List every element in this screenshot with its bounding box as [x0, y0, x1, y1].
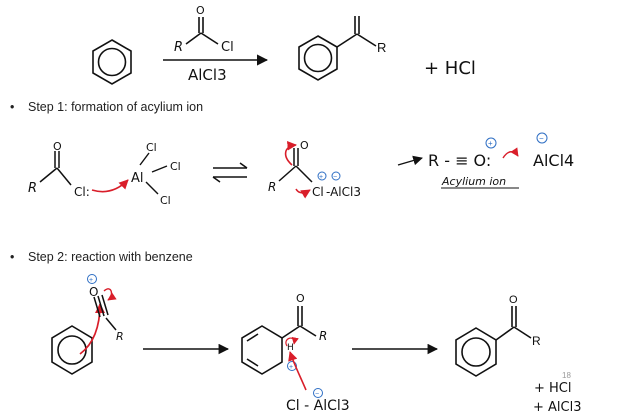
acyl-chloride-reagent	[185, 17, 219, 45]
complex-alcl3: -AlCl3	[326, 185, 361, 199]
step2-byproduct-alcl3: + AlCl3	[533, 400, 582, 415]
step1-acyl-cl: Cl:	[74, 185, 90, 199]
reagent-o-label: O	[196, 4, 205, 17]
step1-al-cl-top: Cl	[146, 141, 157, 154]
step1-title: Step 1: formation of acylium ion	[28, 100, 204, 114]
base-charge-circle	[313, 388, 323, 398]
step1-al: Al	[131, 171, 144, 186]
complex-o: O	[300, 139, 309, 152]
step2-product	[455, 306, 532, 377]
product-r-label: R	[377, 40, 386, 55]
page-number: 18	[562, 371, 571, 380]
step2-mechanism: O R + O R H + Cl - AlCl3 −	[51, 274, 582, 415]
step2-product-r: R	[532, 334, 541, 348]
lone-pair-to-al-arrow	[91, 179, 129, 193]
acylbenzene-product	[298, 16, 377, 81]
acylium-lone-pair-arrow	[502, 147, 519, 159]
complex-plus-charge: +	[319, 174, 323, 181]
sigma-complex	[241, 306, 317, 375]
equilibrium-arrows	[212, 162, 248, 183]
aluminum-chloride	[139, 152, 168, 195]
step2-product-o: O	[509, 294, 518, 306]
step2-acylium-o: O	[89, 285, 98, 299]
step2-acylium	[93, 294, 117, 331]
step1-al-cl-right: Cl	[170, 160, 181, 173]
step1-heading: • Step 1: formation of acylium ion	[10, 100, 203, 114]
step1-forward-arrow	[397, 155, 423, 166]
step2-bullet: •	[10, 250, 15, 264]
deprotonation-arrow	[288, 351, 307, 391]
step2-acylium-plus: +	[89, 277, 93, 284]
ch-bond-arrow	[285, 336, 299, 347]
step1-al-cl-bottom: Cl	[160, 194, 171, 207]
complex-charges	[317, 171, 341, 181]
catalyst-label: AlCl3	[188, 66, 227, 84]
acylium-charge-circle	[485, 137, 497, 149]
overall-reaction: R O Cl AlCl3 R + HCl	[92, 4, 476, 85]
sigma-complex-o: O	[296, 292, 305, 305]
acylium-ion-label: Acylium ion	[441, 175, 506, 188]
step2-benzene	[51, 325, 93, 375]
overall-byproduct: + HCl	[424, 58, 476, 79]
step1-acyl-r: R	[28, 181, 37, 196]
base-minus-charge: −	[315, 391, 319, 398]
reagent-cl-label: Cl	[221, 40, 234, 55]
tetrachloroaluminate: AlCl4	[533, 151, 574, 170]
pi-bond-push-arrow	[284, 140, 297, 166]
alcl4-charge-circle	[536, 132, 548, 144]
cl-leaving-arrow	[295, 188, 311, 199]
acylium-ion: R - ≡ O:	[428, 151, 491, 170]
base-cl-alcl3: Cl - AlCl3	[286, 398, 350, 414]
complex-minus-charge: −	[333, 174, 337, 181]
benzene-attack-arrow	[79, 302, 106, 355]
step2-title: Step 2: reaction with benzene	[28, 250, 193, 264]
sigma-complex-h: H	[287, 343, 294, 353]
reagent-r-label: R	[174, 40, 183, 55]
benzene-reactant	[92, 39, 132, 85]
acylium-push-arrow	[103, 288, 117, 301]
step2-acylium-charge-circle	[87, 274, 97, 284]
complex-r: R	[268, 180, 276, 194]
lewis-acid-complex	[278, 148, 313, 183]
complex-cl: Cl	[312, 185, 324, 199]
step2-heading: • Step 2: reaction with benzene	[10, 250, 193, 264]
step1-bullet: •	[10, 100, 15, 114]
sigma-complex-r: R	[319, 329, 327, 343]
step2-byproduct-hcl: + HCl	[534, 381, 572, 396]
acyl-chloride	[39, 151, 72, 186]
step2-acylium-r: R	[116, 330, 124, 343]
step1-mechanism: R O Cl: Al Cl Cl Cl O R Cl -AlCl3	[28, 132, 574, 207]
sigma-complex-plus: +	[289, 364, 293, 371]
step1-acyl-o: O	[53, 140, 62, 153]
acylium-plus-charge: +	[488, 139, 493, 148]
alcl4-minus-charge: −	[539, 134, 544, 143]
